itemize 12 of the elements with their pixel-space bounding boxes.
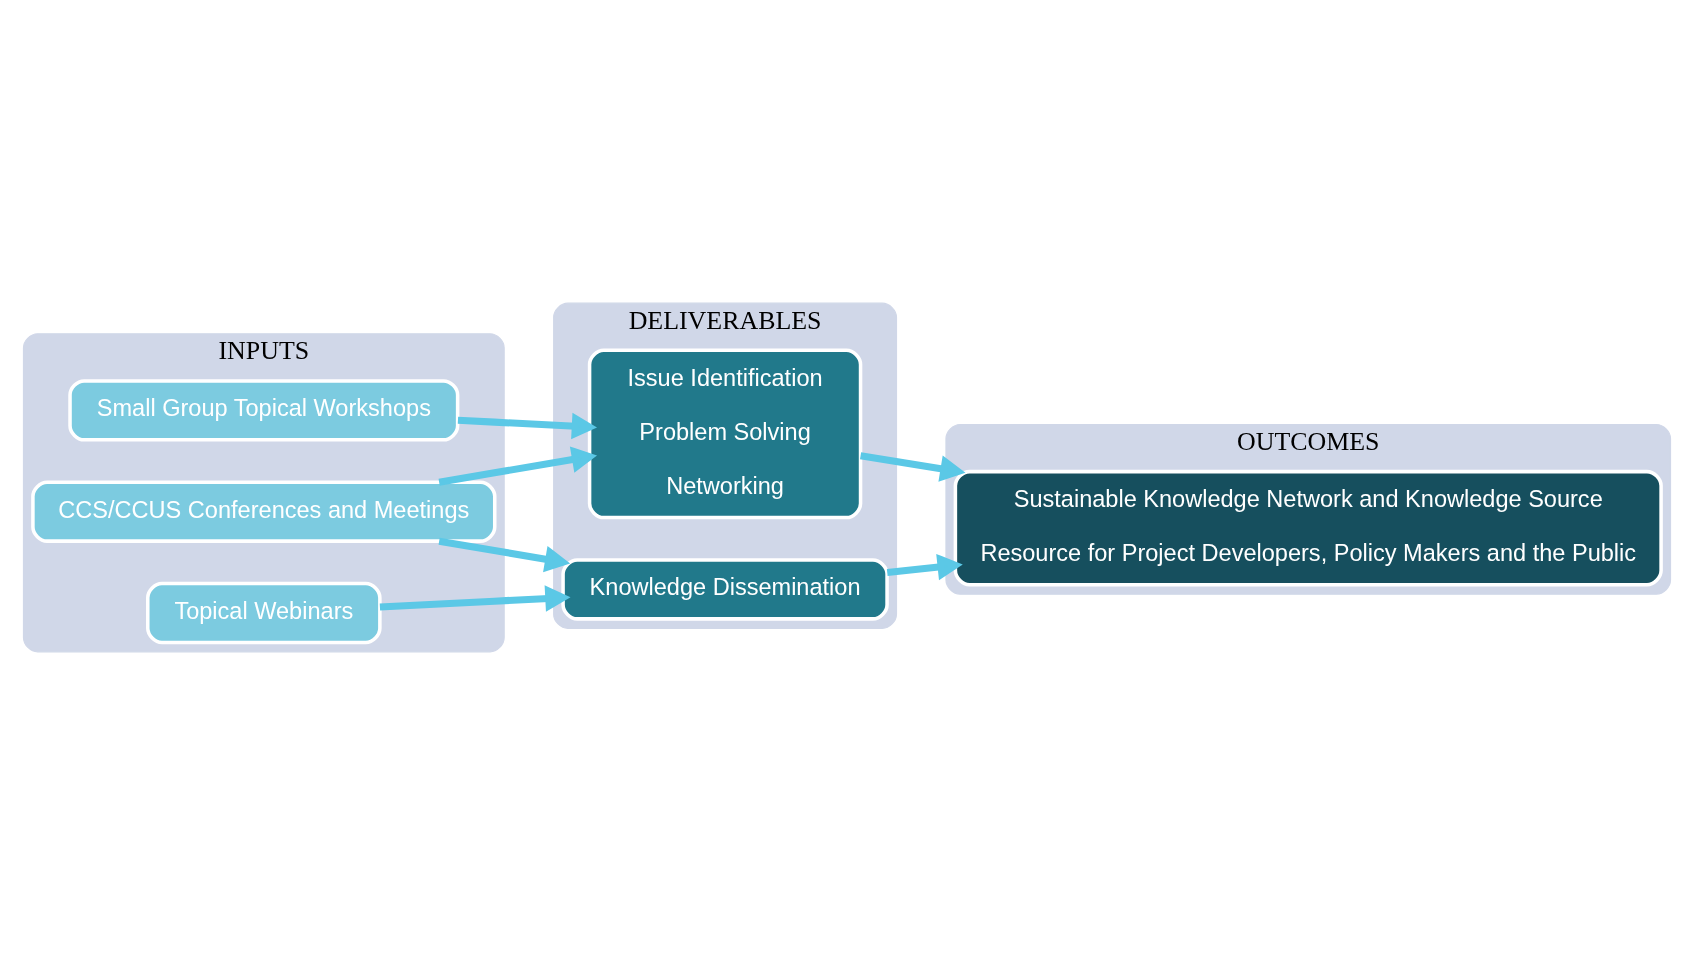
- node-box: Knowledge Dissemination: [561, 557, 889, 621]
- arrow: [438, 446, 597, 486]
- arrow: [438, 537, 571, 572]
- arrow: [379, 584, 571, 612]
- arrow: [457, 412, 598, 439]
- node-box: CCS/CCUS Conferences and Meetings: [31, 479, 497, 543]
- node-box: Topical Webinars: [146, 581, 382, 644]
- arrow: [886, 553, 963, 580]
- node-box: Issue Identification Problem Solving Networking: [587, 348, 863, 519]
- arrow: [860, 451, 966, 482]
- node-box: Sustainable Knowledge Network and Knowledge Source Resource for Project Developers, Policy Makers and the Public: [953, 469, 1663, 586]
- node-box: Small Group Topical Workshops: [68, 378, 460, 442]
